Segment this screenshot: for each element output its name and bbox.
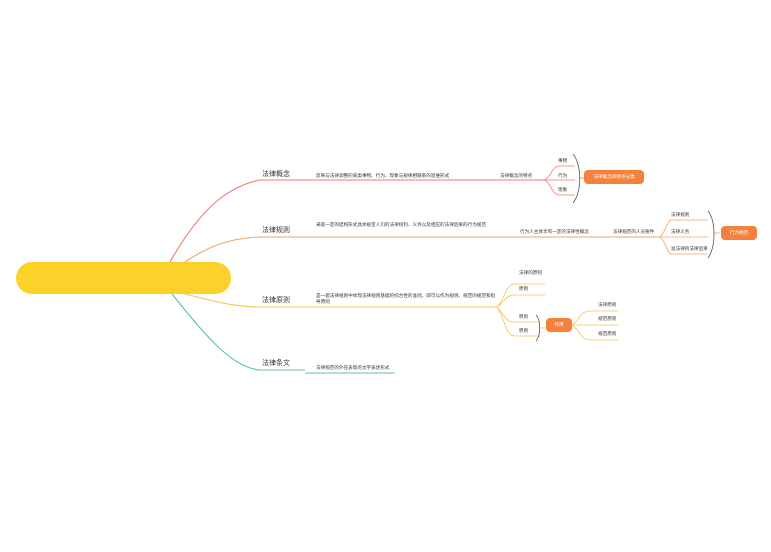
article-description[interactable]: 法律规范的外在表现的文字表述形式	[316, 366, 390, 371]
rule-leaf-3[interactable]: 准法律的法律后果	[671, 247, 708, 252]
principle-function-badge[interactable]: 作用	[546, 318, 572, 332]
concept-group[interactable]: 法律概念的特点	[500, 174, 533, 179]
rule-summary-badge[interactable]: 行为规范	[721, 226, 757, 240]
branch-principle-label[interactable]: 法律原则	[262, 296, 290, 304]
connector-concept	[169, 179, 305, 263]
branch-article-label[interactable]: 法律条文	[262, 359, 290, 367]
concept-summary-badge[interactable]: 法律概念的特点分类	[584, 170, 644, 184]
branch-rule-label[interactable]: 法律规则	[262, 226, 290, 234]
concept-description[interactable]: 反映与法律调整的某类事物、行为、现象与规律相联系的思维形式	[316, 174, 450, 179]
branch-concept-label[interactable]: 法律概念	[262, 170, 290, 178]
connector-principle	[184, 293, 305, 308]
connector-article	[171, 293, 305, 371]
rule-group[interactable]: 行为人主体享有一定的法律性概念	[520, 230, 589, 235]
principle-description[interactable]: 是一套法律规则中体现法律规则基础的综合性的准则，即可以作为规则、规范的规范和指导…	[316, 294, 496, 305]
principle-mid-leaf-2[interactable]: 原则	[519, 329, 529, 334]
concept-leaf-3[interactable]: 现象	[558, 188, 568, 193]
concept-leaf-2[interactable]: 行为	[558, 174, 568, 179]
rule-description[interactable]: 采取一定的结构形式具体规定人们的法律权利、义务以及相应的法律后果的行为规范	[316, 223, 486, 228]
rule-leaf-1[interactable]: 法律规则	[671, 213, 690, 218]
principle-top-leaf-2[interactable]: 原则	[519, 287, 529, 292]
principle-right-leaf-3[interactable]: 规范原则	[598, 332, 617, 337]
rule-leaf-2[interactable]: 法律义务	[671, 230, 690, 235]
principle-mid-leaf-1[interactable]: 原则	[519, 315, 529, 320]
principle-right-leaf-1[interactable]: 法律原则	[598, 303, 617, 308]
principle-right-leaf-2[interactable]: 规范原则	[598, 317, 617, 322]
concept-leaf-1[interactable]: 事物	[558, 159, 568, 164]
principle-top-leaf-1[interactable]: 法律的原则	[519, 271, 542, 276]
root-topic[interactable]	[16, 262, 231, 294]
connector-rule	[184, 236, 305, 263]
rule-subgroup[interactable]: 法律规范的人员要件	[613, 230, 655, 235]
